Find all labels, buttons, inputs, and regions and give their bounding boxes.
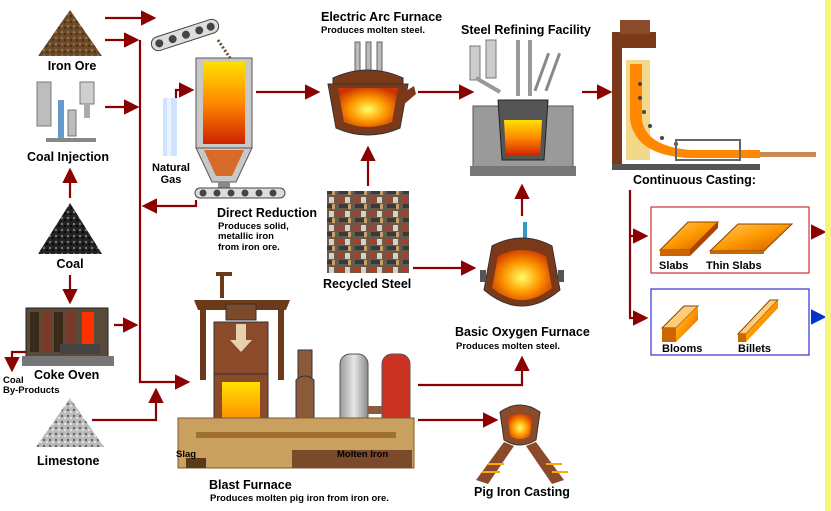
coal-label: Coal xyxy=(56,257,84,271)
iron-ore-label: Iron Ore xyxy=(47,59,97,73)
coke-oven-label: Coke Oven xyxy=(34,368,100,382)
flow-arrows xyxy=(4,10,827,428)
slag-label: Slag xyxy=(176,449,197,460)
trunk-line xyxy=(138,40,191,390)
limestone-pile-icon xyxy=(36,398,104,447)
conveyor-icon xyxy=(150,18,220,52)
recycled-steel-label: Recycled Steel xyxy=(323,277,412,291)
coal-injection-label: Coal Injection xyxy=(27,150,109,164)
eaf-desc: Produces molten steel. xyxy=(321,25,426,36)
blast-furnace-label: Blast Furnace xyxy=(209,478,292,492)
arrow-casting-branch xyxy=(628,190,649,326)
coal-pile-icon xyxy=(38,203,102,254)
bof-desc: Produces molten steel. xyxy=(456,341,561,352)
arrow-gas-to-dr xyxy=(174,82,195,98)
slabs-label: Slabs xyxy=(659,260,689,272)
molten-iron-label: Molten Iron xyxy=(337,449,389,460)
iron-ore-pile-icon xyxy=(38,10,102,56)
limestone-label: Limestone xyxy=(37,454,100,468)
coke-oven-icon xyxy=(22,307,114,366)
blast-furnace-desc: Produces molten pig iron from iron ore. xyxy=(210,493,389,504)
arrow-dr-to-trunk xyxy=(141,198,198,214)
thin-slabs-label: Thin Slabs xyxy=(706,260,762,272)
direct-reduction-label: Direct Reduction xyxy=(217,206,318,220)
continuous-casting-icon xyxy=(612,20,816,170)
blast-furnace-icon xyxy=(177,272,415,469)
coal-injection-icon xyxy=(36,81,96,142)
direct-reduction-furnace-icon xyxy=(194,39,286,199)
basic-oxygen-furnace-icon xyxy=(480,222,564,307)
refining-label: Steel Refining Facility xyxy=(461,23,591,37)
coal-byproducts-label: Coal By-Products xyxy=(3,375,60,397)
eaf-label: Electric Arc Furnace xyxy=(321,10,443,24)
bloom-icon xyxy=(660,305,700,342)
side-strip xyxy=(825,0,831,511)
electric-arc-furnace-icon xyxy=(327,41,416,136)
thin-slab-icon xyxy=(708,223,794,254)
billets-label: Billets xyxy=(738,343,772,355)
direct-reduction-desc: Produces solid, metallic iron from iron … xyxy=(218,221,289,253)
bof-label: Basic Oxygen Furnace xyxy=(455,325,590,339)
arrow-limestone-to-bf xyxy=(92,387,164,422)
arrow-bf-to-bof xyxy=(418,355,530,387)
natural-gas-icon xyxy=(163,98,177,156)
continuous-casting-label: Continuous Casting: xyxy=(633,173,756,187)
pig-iron-casting-icon xyxy=(476,404,568,484)
slab-icon xyxy=(658,221,720,256)
arrow-coke-byproducts xyxy=(4,350,26,373)
billet-icon xyxy=(736,299,780,342)
recycled-steel-image xyxy=(327,191,409,273)
blooms-label: Blooms xyxy=(662,343,703,355)
refining-facility-icon xyxy=(469,39,576,176)
pig-iron-label: Pig Iron Casting xyxy=(474,485,570,499)
natural-gas-label: Natural Gas xyxy=(152,162,190,187)
